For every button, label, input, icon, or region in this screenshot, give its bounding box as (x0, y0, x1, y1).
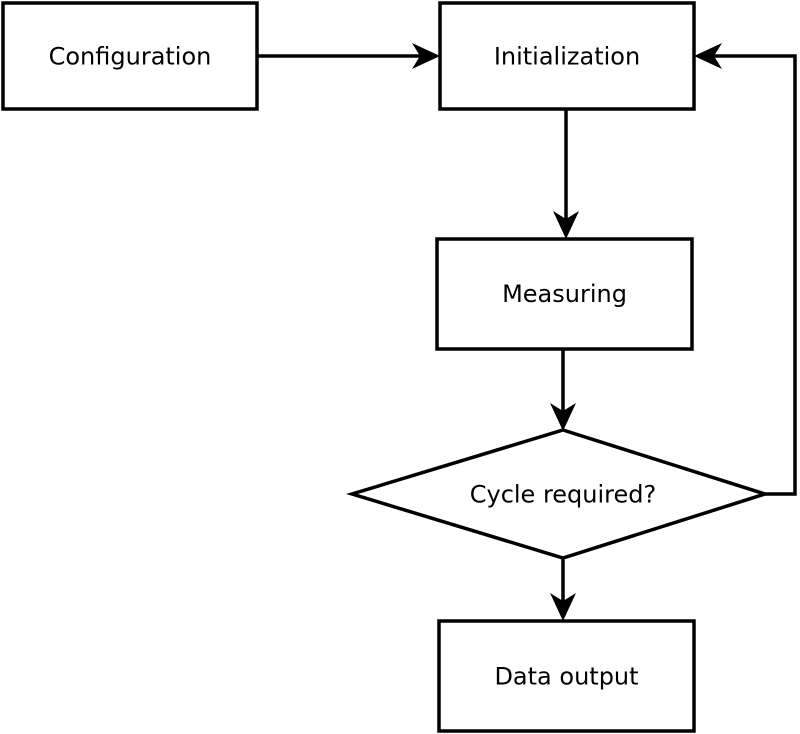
arrowhead-right-icon (412, 43, 440, 69)
edge-feedback-line (714, 54, 797, 496)
node-measuring: Measuring (435, 237, 694, 351)
edge-initialization-to-measuring (553, 109, 579, 239)
edge-cycle-required-to-initialization-feedback (694, 43, 797, 496)
arrowhead-down-icon (550, 403, 576, 431)
node-initialization-label: Initialization (494, 43, 640, 71)
node-data-output-label: Data output (494, 663, 638, 691)
node-configuration-box (1, 1, 259, 111)
node-measuring-label: Measuring (502, 280, 627, 308)
node-configuration-label: Configuration (49, 43, 212, 71)
node-initialization: Initialization (438, 1, 696, 111)
edge-measuring-to-cycle-required (550, 349, 576, 431)
node-initialization-box (438, 1, 696, 111)
node-data-output-box (437, 619, 696, 733)
node-data-output: Data output (437, 619, 696, 733)
node-cycle-required-diamond (345, 428, 771, 560)
node-configuration: Configuration (1, 1, 259, 111)
node-cycle-required-label: Cycle required? (470, 481, 657, 509)
edge-configuration-to-initialization (257, 43, 440, 69)
arrowhead-down-icon (553, 211, 579, 239)
edge-cycle-required-to-data-output (550, 558, 576, 621)
node-measuring-box (435, 237, 694, 351)
arrowhead-left-icon (694, 43, 722, 69)
arrowhead-down-icon (550, 593, 576, 621)
node-cycle-required: Cycle required? (345, 428, 771, 560)
